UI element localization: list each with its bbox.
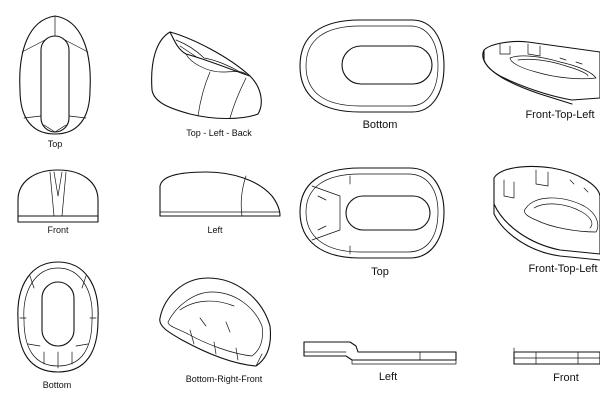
view-label-bottom-right-front: Bottom-Right-Front xyxy=(186,374,263,384)
view-label-left-large: Left xyxy=(379,371,397,383)
view-label-bottom: Bottom xyxy=(43,380,72,390)
view-front-top-left-1-drawing xyxy=(482,40,600,105)
view-front-drawing xyxy=(17,169,99,223)
view-label-left: Left xyxy=(207,225,223,235)
view-label-top-large: Top xyxy=(371,266,389,278)
view-label-front: Front xyxy=(47,225,69,235)
view-left-drawing xyxy=(159,171,281,217)
view-top-left-back-drawing xyxy=(151,31,262,119)
view-top-large-drawing xyxy=(299,167,445,259)
view-label-top-left-back: Top - Left - Back xyxy=(186,128,252,138)
view-front-large-drawing xyxy=(513,347,600,365)
view-label-bottom-large: Bottom xyxy=(363,119,398,131)
view-front-top-left-2-drawing xyxy=(493,165,600,261)
view-label-front-top-left-1: Front-Top-Left xyxy=(525,109,594,121)
view-bottom-drawing xyxy=(17,261,99,373)
view-label-front-top-left-2: Front-Top-Left xyxy=(528,263,597,275)
view-bottom-right-front-drawing xyxy=(159,277,272,367)
view-label-top: Top xyxy=(48,139,63,149)
view-top-drawing xyxy=(19,15,91,135)
view-bottom-large-drawing xyxy=(299,19,445,113)
view-label-front-large: Front xyxy=(553,372,579,384)
view-left-large-drawing xyxy=(303,341,457,365)
